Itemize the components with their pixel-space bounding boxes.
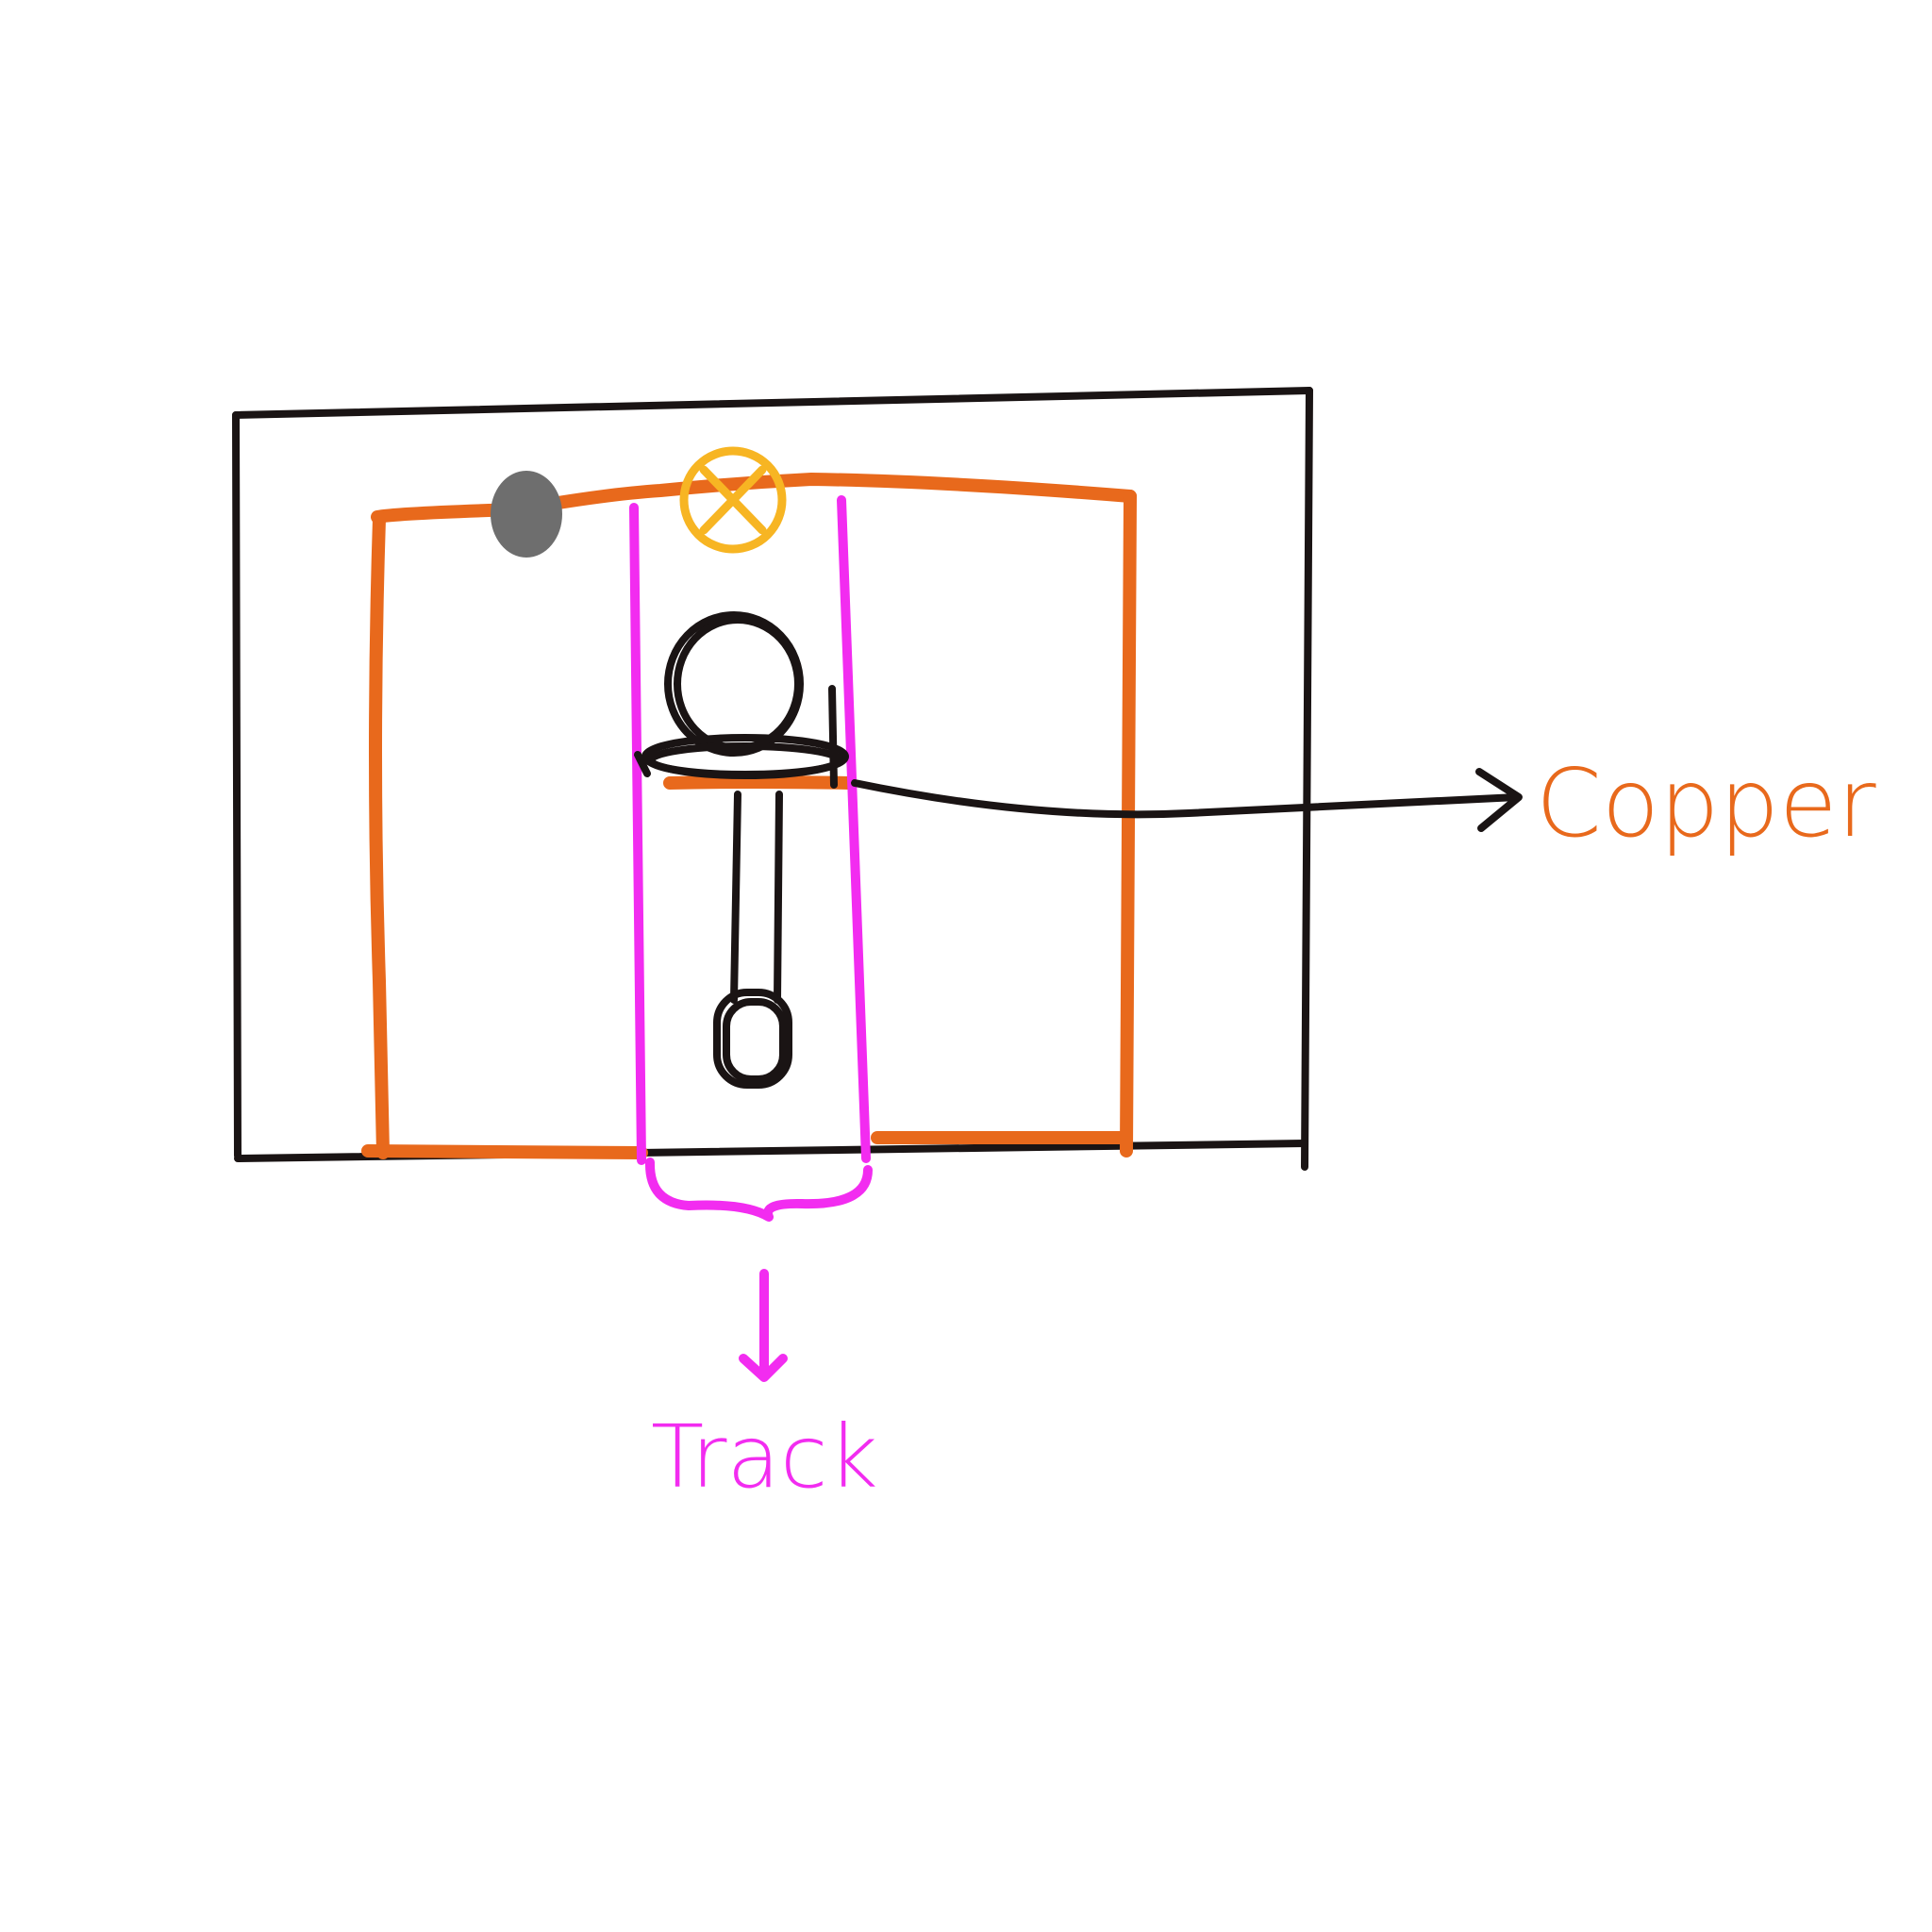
- track-right-rail: [837, 495, 871, 1163]
- frame-top-edge: [232, 387, 1313, 419]
- copper-wire: [361, 473, 1137, 1159]
- slider-stem-left: [730, 791, 741, 1004]
- slider-collar-inner: [647, 742, 843, 778]
- copper-right-wire: [1120, 490, 1137, 1158]
- slider-knob-inner: [674, 616, 802, 752]
- frame-right-edge: [1301, 387, 1313, 1171]
- lamp-cross-icon: [679, 446, 787, 554]
- track-brace: [644, 1158, 873, 1222]
- slider-foot: [713, 989, 792, 1089]
- copper-pointer-line: [851, 779, 1521, 819]
- slider-right-edge-mark: [828, 685, 838, 789]
- copper-pointer: [851, 768, 1523, 832]
- frame-left-edge: [232, 411, 242, 1159]
- switch-dot-icon: [491, 471, 562, 558]
- copper-bottom-left-wire: [361, 1144, 648, 1159]
- track-left-rail: [629, 503, 646, 1165]
- copper-slider-contact: [663, 775, 856, 790]
- track: [629, 495, 873, 1382]
- slider-left-edge-mark: [634, 751, 651, 777]
- slider-foot-inner: [723, 998, 787, 1083]
- slider: [634, 611, 849, 1089]
- copper-top-wire: [371, 473, 1137, 524]
- copper-label: Copper: [1536, 748, 1876, 858]
- copper-left-wire: [369, 512, 390, 1159]
- track-label: Track: [651, 1407, 878, 1507]
- slider-stem-right: [774, 791, 783, 1004]
- copper-pointer-arrowhead: [1475, 768, 1523, 832]
- track-pointer-arrowhead: [739, 1354, 788, 1382]
